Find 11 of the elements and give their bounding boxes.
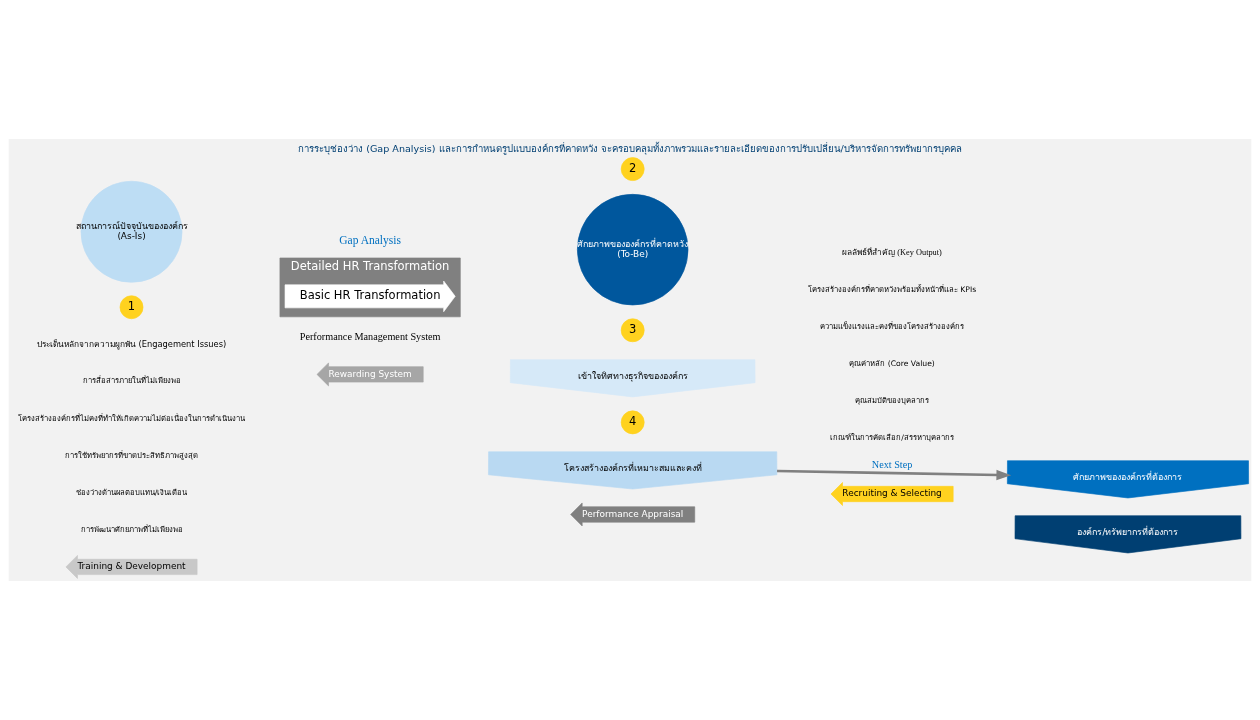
arrow bbox=[777, 469, 1012, 481]
node-circle: 3 bbox=[620, 318, 645, 343]
diagram-title: การระบุช่องว่าง (Gap Analysis) และการกำหนดรูปแบบองค์กรที่คาดหวัง จะครอบคลุมทั้งภาพรวมและรายละเอียดของการปรับเปลี่ยน/บริหารจัดการทรัพยากรบุคคล bbox=[298, 142, 962, 154]
node-circle: 2 bbox=[620, 157, 645, 181]
label: ประเด็นหลักจากความผูกพัน (Engagement Issues) bbox=[36, 338, 227, 349]
label: Performance Management System bbox=[299, 330, 441, 342]
node-circle: 4 bbox=[620, 410, 645, 435]
label: Gap Analysis bbox=[339, 234, 401, 247]
node-circle: 1 bbox=[119, 295, 144, 320]
edge-label: Next Step bbox=[871, 458, 913, 470]
node-circle: ศักยภาพขององค์กรที่คาดหวัง (To-Be) bbox=[577, 194, 689, 306]
